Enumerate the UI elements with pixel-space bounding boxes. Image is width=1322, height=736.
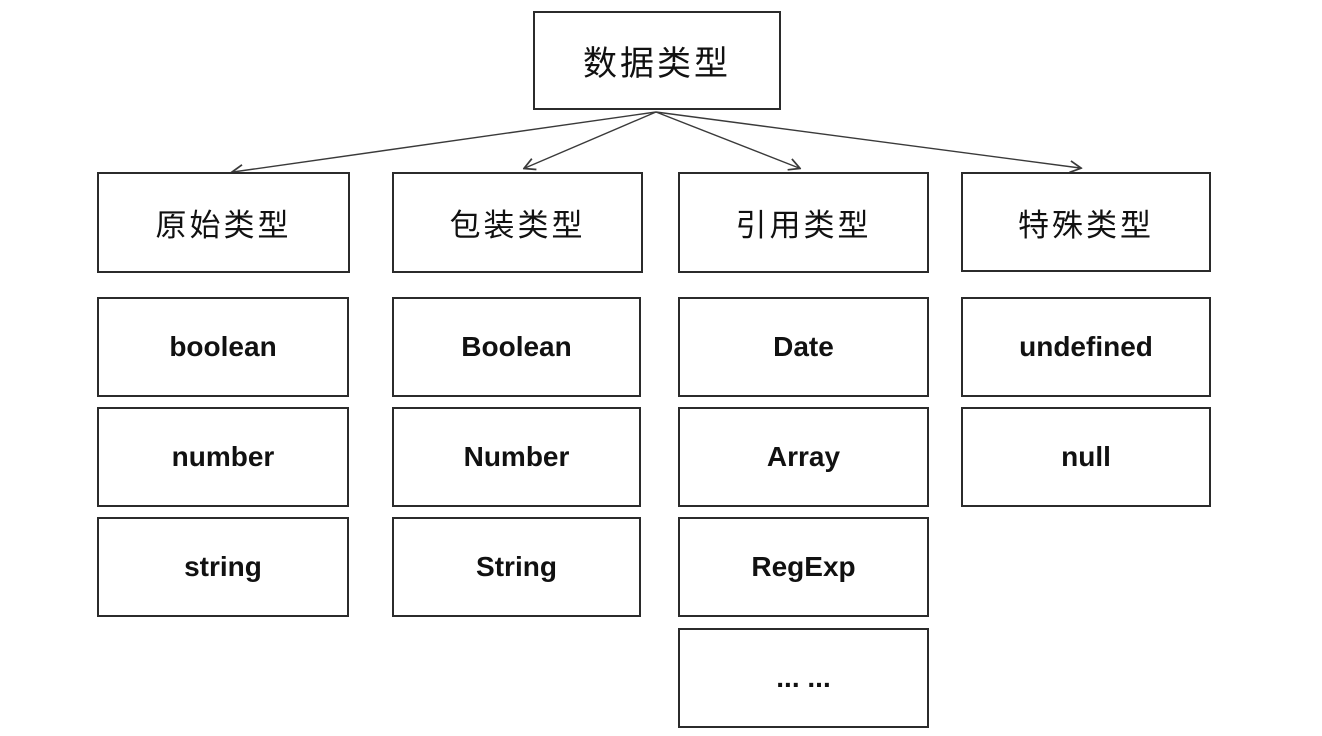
leaf-label: boolean (169, 331, 277, 362)
branch-label: 原始类型 (155, 208, 292, 243)
leaf-node-ellipsis: ... ... (678, 628, 929, 728)
branch-node-wrapper: 包装类型 (392, 172, 643, 273)
arrow-to-wrapper (525, 111, 657, 168)
branch-node-special: 特殊类型 (961, 172, 1211, 272)
leaf-node-boolean: boolean (97, 297, 349, 397)
arrow-to-primitive (233, 111, 657, 172)
leaf-node-number: number (97, 407, 349, 507)
leaf-label: Number (463, 441, 570, 472)
branch-node-primitive: 原始类型 (97, 172, 350, 273)
leaf-node-string: string (97, 517, 349, 617)
leaf-label: ... ... (776, 662, 831, 693)
root-node-label: 数据类型 (583, 46, 731, 83)
leaf-node-null: null (961, 407, 1211, 507)
branch-label: 引用类型 (735, 208, 872, 243)
leaf-node-boolean-wrapper: Boolean (392, 297, 641, 397)
leaf-label: String (476, 551, 557, 582)
leaf-node-regexp: RegExp (678, 517, 929, 617)
branch-label: 特殊类型 (1018, 207, 1154, 243)
leaf-label: Boolean (461, 331, 572, 362)
leaf-node-undefined: undefined (961, 297, 1211, 397)
branch-node-reference: 引用类型 (678, 172, 929, 273)
branch-label: 包装类型 (449, 208, 586, 243)
arrow-to-reference (655, 111, 799, 168)
leaf-label: RegExp (751, 551, 856, 582)
root-node-data-types: 数据类型 (533, 11, 781, 110)
leaf-label: null (1061, 441, 1111, 472)
leaf-label: number (171, 441, 275, 472)
leaf-node-number-wrapper: Number (392, 407, 641, 507)
leaf-node-date: Date (678, 297, 929, 397)
leaf-label: undefined (1019, 331, 1153, 362)
arrow-to-special (655, 111, 1080, 168)
leaf-label: string (184, 551, 262, 582)
leaf-label: Array (766, 441, 841, 472)
leaf-node-array: Array (678, 407, 929, 507)
leaf-node-string-wrapper: String (392, 517, 641, 617)
leaf-label: Date (773, 331, 834, 362)
